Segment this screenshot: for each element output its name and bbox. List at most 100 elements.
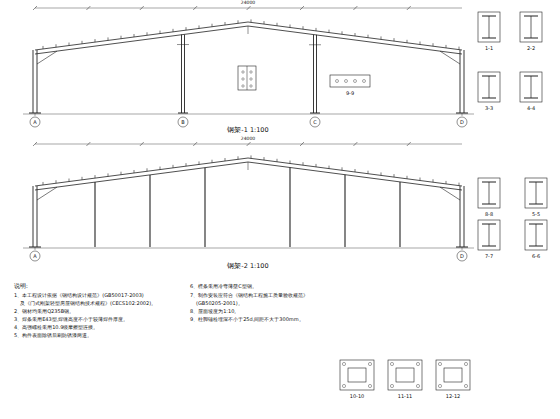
purlin xyxy=(342,31,343,34)
section-box xyxy=(478,178,500,208)
purlin xyxy=(121,172,122,175)
axis-label: C xyxy=(313,120,317,125)
purlin xyxy=(446,181,447,184)
drawing-title: 钢架-1 1:100 xyxy=(227,127,268,134)
column-outline xyxy=(396,368,414,382)
anchor-bolt xyxy=(390,384,393,387)
anchor-bolt xyxy=(438,362,441,365)
note-text: 说明: xyxy=(14,284,28,290)
haunch xyxy=(440,187,460,200)
purlin xyxy=(407,176,408,179)
purlin xyxy=(394,38,395,41)
dimension-tick xyxy=(353,142,357,146)
wind-column xyxy=(399,182,400,247)
purlin xyxy=(381,172,382,175)
purlin xyxy=(225,22,226,25)
note-text: 1、本工程设计依据《钢结构设计规范》(GB50017-2003) xyxy=(14,293,144,298)
column xyxy=(33,186,34,247)
haunch xyxy=(440,51,460,64)
axis-bubble xyxy=(457,251,467,261)
axis-label: D xyxy=(460,120,464,125)
web xyxy=(489,76,490,98)
section-label: 9-9 xyxy=(346,91,354,96)
column xyxy=(37,50,38,113)
section-label: 6-6 xyxy=(532,254,540,259)
web xyxy=(489,224,490,246)
web xyxy=(489,182,490,204)
section-box xyxy=(520,12,542,42)
ground-line xyxy=(23,114,474,115)
dimension-tick xyxy=(33,6,37,10)
dimension-tick xyxy=(86,142,90,146)
anchor-bolt xyxy=(416,362,419,365)
dimension-tick xyxy=(33,142,37,146)
purlin xyxy=(134,34,135,37)
purlin xyxy=(303,26,304,29)
purlin xyxy=(43,46,44,49)
purlin xyxy=(121,36,122,39)
purlin xyxy=(420,42,421,45)
purlin xyxy=(69,43,70,46)
section-label: 10-10 xyxy=(350,394,365,399)
dimension-tick xyxy=(193,142,197,146)
purlin xyxy=(43,182,44,185)
purlin xyxy=(147,168,148,171)
column-base xyxy=(310,113,320,114)
anchor-bolt xyxy=(416,384,419,387)
purlin xyxy=(108,37,109,40)
section-label: 5-5 xyxy=(532,212,540,217)
purlin xyxy=(238,20,239,23)
connection-details xyxy=(238,12,547,390)
dimension-text: 24000 xyxy=(240,137,256,142)
anchor-bolt xyxy=(342,362,345,365)
section-label: 4-4 xyxy=(527,106,535,111)
rafter xyxy=(248,26,462,54)
axis-bubble xyxy=(457,117,467,127)
column-outline xyxy=(348,368,366,382)
bolt xyxy=(336,80,339,83)
ridge-splice xyxy=(248,26,249,34)
column xyxy=(316,35,317,113)
dimension-tick xyxy=(140,142,144,146)
purlin xyxy=(173,29,174,32)
section-label: 2-2 xyxy=(527,46,535,51)
column xyxy=(460,50,461,113)
purlin xyxy=(186,163,187,166)
purlin xyxy=(316,164,317,167)
dimension-tick xyxy=(407,142,411,146)
purlin xyxy=(381,36,382,39)
base-plate xyxy=(340,360,374,390)
dimension-tick xyxy=(247,142,251,146)
anchor-bolt xyxy=(368,362,371,365)
axis-label: A xyxy=(33,254,36,259)
purlin xyxy=(56,180,57,183)
bolt xyxy=(250,78,252,80)
purlin xyxy=(147,32,148,35)
purlin xyxy=(238,156,239,159)
dimension-tick xyxy=(140,6,144,10)
column xyxy=(313,35,314,113)
axis-label: B xyxy=(181,120,184,125)
dimension-tick xyxy=(193,6,197,10)
rafter xyxy=(35,158,248,186)
wind-column xyxy=(94,182,95,247)
rafter xyxy=(248,22,462,50)
purlin xyxy=(316,28,317,31)
note-text: (GB50205-2001)。 xyxy=(196,301,243,306)
purlin xyxy=(225,158,226,161)
axis-bubble xyxy=(30,251,40,261)
bolt xyxy=(250,85,252,87)
axis-label: A xyxy=(33,120,36,125)
purlin xyxy=(342,167,343,170)
bolt xyxy=(250,71,252,73)
column-base xyxy=(178,113,188,114)
purlin xyxy=(355,33,356,36)
purlin xyxy=(394,174,395,177)
purlin xyxy=(264,21,265,24)
web-line xyxy=(247,66,248,90)
web xyxy=(531,76,532,98)
note-text: 7、制作安装应符合《钢结构工程施工质量验收规范》 xyxy=(190,293,308,298)
anchor-bolt xyxy=(342,384,345,387)
column xyxy=(460,186,461,247)
web xyxy=(531,16,532,38)
